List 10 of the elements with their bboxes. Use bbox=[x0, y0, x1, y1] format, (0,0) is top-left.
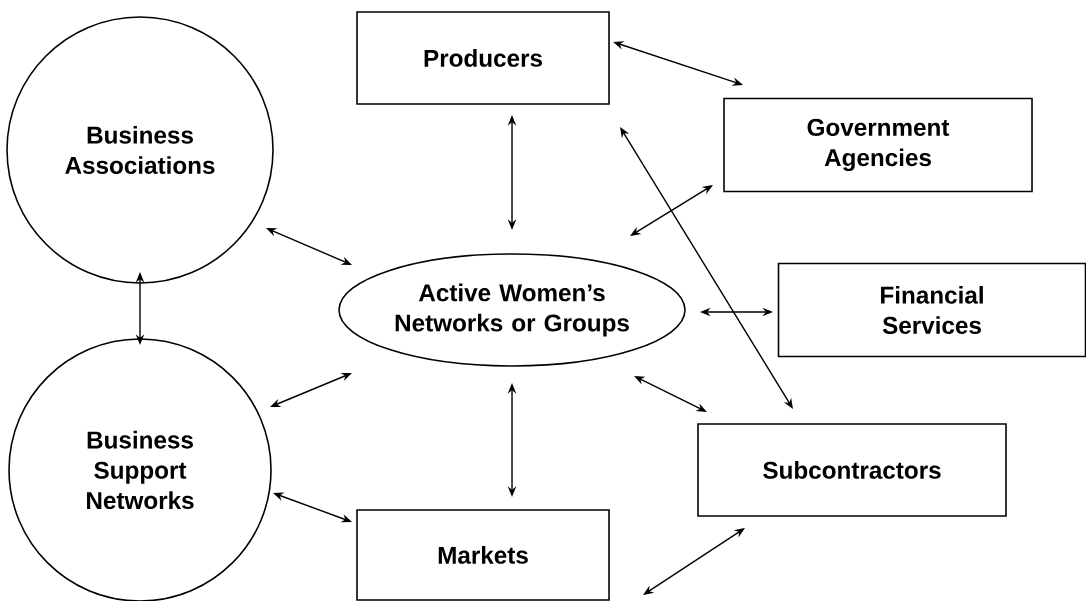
circle-node: Business Associations bbox=[6, 16, 274, 284]
arrow bbox=[620, 127, 793, 409]
rectangle-box: Government Agencies bbox=[723, 97, 1033, 193]
rectangle-box: Markets bbox=[356, 509, 610, 601]
ellipse-node: Active Women’s Networks or Groups bbox=[338, 253, 686, 367]
arrow bbox=[630, 185, 713, 236]
rectangle-box: Financial Services bbox=[777, 262, 1086, 358]
rectangle-box: Producers bbox=[356, 11, 610, 105]
arrow bbox=[643, 528, 745, 595]
rectangle-box: Subcontractors bbox=[697, 423, 1007, 517]
